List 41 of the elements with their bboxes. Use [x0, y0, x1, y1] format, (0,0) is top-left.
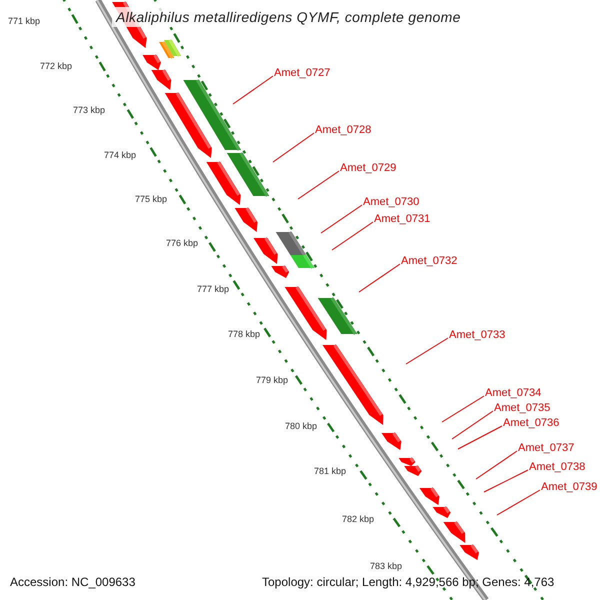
gene-label: Amet_0737 [518, 442, 574, 455]
scale-label: 777 kbp [197, 284, 230, 295]
leader-line [298, 170, 340, 200]
scale-label: 776 kbp [166, 238, 198, 249]
leader-line [442, 396, 484, 422]
gene-label: Amet_0736 [503, 417, 560, 430]
gene-label: Amet_0727 [274, 67, 330, 80]
leader-line [476, 450, 518, 480]
leader-line [232, 76, 274, 104]
footer-text: Topology: circular; Length: 4,929,566 bp; Genes: 4,763 [262, 575, 554, 590]
scale-label: 771 kbp [8, 16, 40, 27]
scale-label: 782 kbp [342, 514, 374, 525]
leader-line [452, 410, 494, 440]
leader-line [496, 490, 540, 516]
leader-line [484, 470, 528, 492]
gene-label: Amet_0735 [494, 402, 550, 415]
scale-label: 780 kbp [285, 421, 318, 432]
gene-label: Amet_0728 [315, 124, 372, 137]
gene-label: Amet_0731 [374, 213, 430, 226]
scale-label: 774 kbp [104, 150, 136, 161]
scale-label: 772 kbp [40, 61, 72, 72]
leader-line [332, 222, 374, 250]
leader-line [358, 264, 400, 292]
leader-line [272, 132, 314, 162]
scale-label: 775 kbp [135, 194, 168, 205]
footer-text: Accession: NC_009633 [10, 575, 136, 590]
scale-label: 781 kbp [314, 466, 346, 477]
gene-label: Amet_0732 [401, 255, 458, 268]
leader-line [406, 338, 448, 364]
scale-label: 779 kbp [256, 375, 288, 386]
gene-label: Amet_0733 [449, 329, 506, 342]
scale-label: 783 kbp [370, 561, 402, 572]
gene-label: Amet_0730 [363, 196, 420, 209]
leader-line [320, 204, 362, 234]
gene-label: Amet_0738 [529, 461, 586, 474]
gene-label: Amet_0734 [485, 387, 542, 400]
scale-label: 773 kbp [73, 105, 106, 116]
leader-line [458, 426, 502, 450]
gene-label: Amet_0729 [340, 162, 396, 175]
gene-label: Amet_0739 [541, 481, 598, 494]
scale-label: 778 kbp [228, 329, 260, 340]
